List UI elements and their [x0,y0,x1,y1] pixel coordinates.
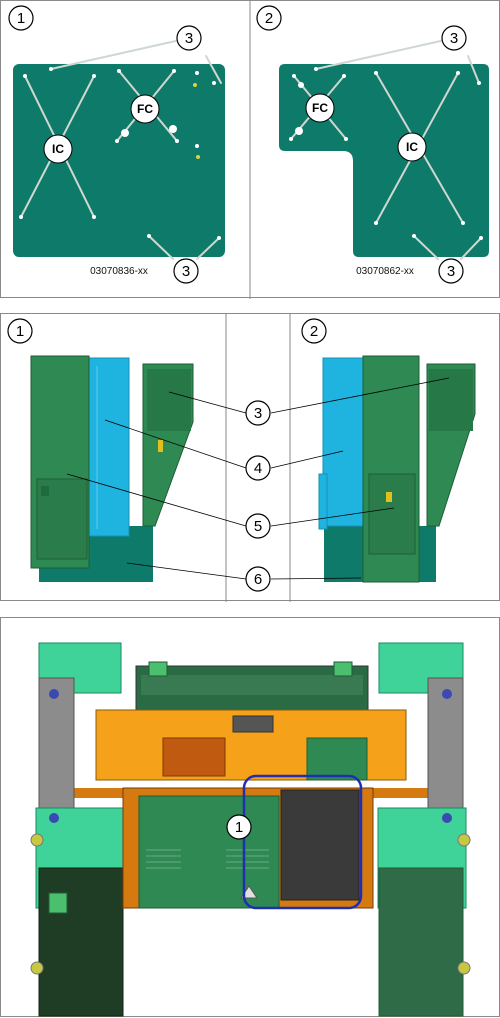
svg-text:2: 2 [265,10,273,27]
svg-text:3: 3 [185,30,193,47]
label-ic-right: IC [398,133,426,161]
svg-text:IC: IC [52,142,64,156]
ic-board-right [279,64,489,257]
right-door-panel [379,868,463,1016]
svg-text:IC: IC [406,140,418,154]
svg-text:3: 3 [450,30,458,47]
callout-3: 3 [246,401,270,425]
panel-3d-view: 1 [0,617,500,1017]
part-number-left: 03070836-xx [90,266,148,277]
callout-3-bottom-left: 3 [174,259,198,283]
svg-text:FC: FC [137,102,153,116]
svg-text:4: 4 [254,460,262,477]
svg-text:FC: FC [312,101,328,115]
svg-text:5: 5 [254,518,262,535]
callout-3-top-left: 3 [177,26,201,50]
svg-text:6: 6 [254,571,262,588]
marker-2-panel2: 2 [302,319,326,343]
svg-text:1: 1 [16,323,24,340]
svg-text:3: 3 [254,405,262,422]
svg-text:3: 3 [447,263,455,280]
marker-1-panel1: 1 [9,6,33,30]
power-module [281,790,359,900]
svg-text:1: 1 [17,10,25,27]
label-ic-left: IC [44,135,72,163]
callout-3-bottom-right: 3 [439,259,463,283]
svg-text:2: 2 [310,323,318,340]
label-fc-right: FC [306,94,334,122]
callout-1-panel3: 1 [227,815,251,839]
left-door-panel [39,868,123,1016]
callout-4: 4 [246,456,270,480]
callout-6: 6 [246,567,270,591]
callout-3-top-right: 3 [442,26,466,50]
svg-text:1: 1 [235,819,243,836]
side-view-diagram: 3 4 5 6 1 2 [1,314,500,602]
cyan-cover-right [323,358,363,526]
board-mounting-diagram: 3 3 IC FC 1 03070836-xx [1,1,500,299]
marker-2-panel1: 2 [257,6,281,30]
marker-1-panel2: 1 [8,319,32,343]
panel-board-mounting: 3 3 IC FC 1 03070836-xx [0,0,500,298]
callout-5: 5 [246,514,270,538]
panel-side-view: 3 4 5 6 1 2 [0,313,500,601]
label-fc-left: FC [131,95,159,123]
part-number-right: 03070862-xx [356,266,414,277]
control-board [139,796,279,908]
assembly-3d-diagram: 1 [1,618,500,1018]
cyan-cover-left [89,358,129,536]
svg-text:3: 3 [182,263,190,280]
ic-board-left [13,64,225,257]
